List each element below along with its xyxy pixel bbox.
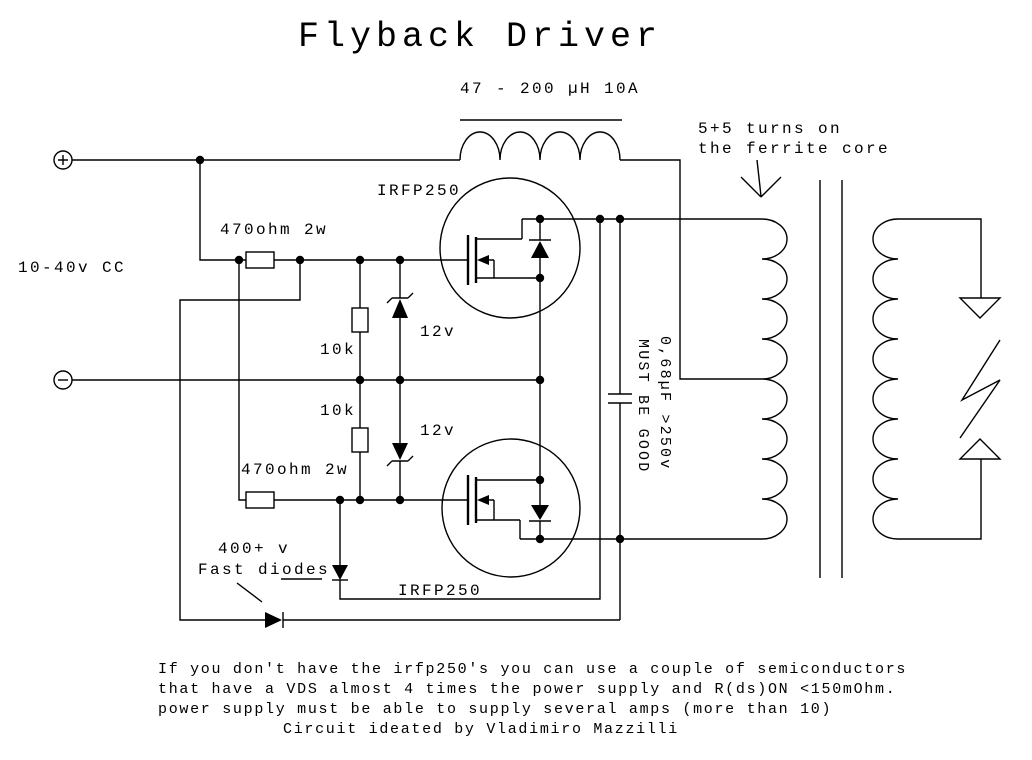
zener-diode-top-icon (386, 260, 414, 380)
footer-note: If you don't have the irfp250's you can … (158, 660, 907, 740)
fast-diode-right-icon (332, 565, 348, 581)
mosfet-bottom-icon (441, 380, 581, 578)
gate-resistor-bottom (245, 491, 275, 509)
inductor-icon (459, 119, 622, 161)
footer-line3: power supply must be able to supply seve… (158, 701, 833, 718)
zener-top-label: 12v (420, 323, 457, 341)
zener-diode-bottom-icon (386, 380, 414, 500)
pulldown-resistor-bottom (351, 380, 369, 500)
gate-resistor-bottom-label: 470ohm 2w (241, 461, 350, 479)
turns-note-arrow-icon (740, 159, 782, 198)
turns-note-line1: 5+5 turns on (698, 120, 843, 138)
pulldown-resistor-top-label: 10k (320, 341, 357, 359)
mosfet-top-label: IRFP250 (377, 182, 462, 200)
capacitor-icon (608, 219, 632, 620)
mosfet-bottom-label: IRFP250 (398, 582, 483, 600)
top-gate-coupling-wire (179, 260, 301, 621)
pulldown-resistor-bottom-label: 10k (320, 402, 357, 420)
center-tap-wire (620, 159, 762, 380)
mosfet-top-icon (439, 177, 581, 380)
fast-diode-pointer-icon (236, 578, 322, 603)
secondary-winding-icon (872, 218, 899, 540)
primary-winding-icon (761, 218, 788, 540)
spark-gap-icon (958, 297, 1002, 460)
capacitor-note-line1: 0,68µF >250v (656, 336, 673, 471)
fast-diode-note-line2: Fast diodes (198, 561, 331, 579)
zener-bottom-label: 12v (420, 422, 457, 440)
turns-note: 5+5 turns on the ferrite core (698, 119, 890, 159)
turns-note-line2: the ferrite core (698, 140, 891, 158)
positive-terminal-icon (53, 150, 73, 170)
transformer-core-icon (819, 180, 843, 578)
footer-line1: If you don't have the irfp250's you can … (158, 661, 908, 678)
fast-diode-note-line1: 400+ v (218, 540, 291, 558)
spark-bolt-icon (959, 339, 1001, 439)
bottom-gate-coupling-wire-b (339, 219, 601, 600)
gate-supply-branch-wire (199, 160, 246, 501)
footer-line4: Circuit ideated by Vladimiro Mazzilli (283, 721, 679, 738)
junction-dots (195, 155, 625, 544)
secondary-leads-wire (898, 218, 982, 540)
fast-diode-left-icon (265, 612, 284, 628)
gate-resistor-top (245, 251, 275, 269)
pulldown-resistor-top (351, 260, 369, 380)
capacitor-note-line2: MUST BE GOOD (634, 339, 651, 474)
footer-line2: that have a VDS almost 4 times the power… (158, 681, 897, 698)
page-title: Flyback Driver (298, 17, 663, 57)
negative-terminal-icon (53, 370, 73, 390)
gate-resistor-top-label: 470ohm 2w (220, 221, 329, 239)
supply-voltage-label: 10-40v CC (18, 259, 127, 277)
inductor-value-label: 47 - 200 µH 10A (460, 80, 641, 98)
